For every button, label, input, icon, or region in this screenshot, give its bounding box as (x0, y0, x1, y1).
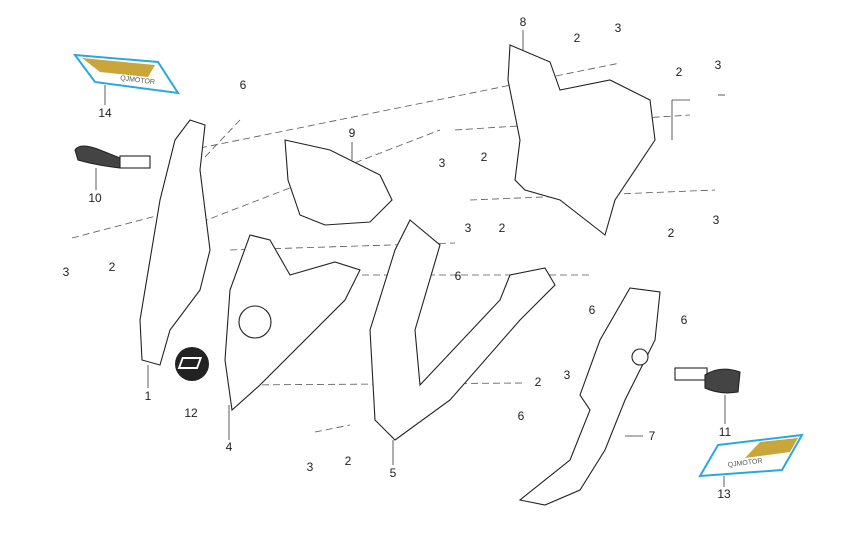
blinker-left (74, 145, 151, 169)
callout-3: 3 (464, 221, 472, 235)
callout-6: 6 (454, 269, 462, 283)
decal-14: QJMOTOR (72, 53, 181, 95)
callout-2: 2 (675, 65, 683, 79)
callout-2: 2 (667, 226, 675, 240)
callout-6: 6 (517, 409, 525, 423)
callout-10: 10 (88, 191, 102, 205)
callout-7: 7 (648, 429, 656, 443)
callout-6: 6 (588, 303, 596, 317)
callout-4: 4 (225, 440, 233, 454)
callout-6: 6 (239, 78, 247, 92)
callout-3: 3 (62, 265, 70, 279)
callout-12: 12 (184, 406, 198, 420)
part-9-inner-cover (284, 139, 393, 226)
callout-3: 3 (614, 21, 622, 35)
callout-2: 2 (108, 260, 116, 274)
part-4-front-cowl (224, 234, 361, 412)
callout-14: 14 (98, 106, 112, 120)
callout-8: 8 (519, 15, 527, 29)
callout-11: 11 (718, 425, 732, 439)
emblem-12 (175, 347, 209, 381)
part-7-side-panel (518, 287, 661, 506)
callout-3: 3 (714, 58, 722, 72)
callout-2: 2 (480, 150, 488, 164)
decal-13: QJMOTOR (698, 433, 804, 478)
callout-9: 9 (348, 126, 356, 140)
callout-13: 13 (717, 487, 731, 501)
callout-2: 2 (573, 31, 581, 45)
leader-lines (95, 30, 726, 487)
callout-6: 6 (680, 313, 688, 327)
callout-3: 3 (712, 213, 720, 227)
callout-3: 3 (306, 460, 314, 474)
callout-2: 2 (498, 221, 506, 235)
callout-2: 2 (534, 375, 542, 389)
blinker-right (674, 367, 741, 394)
part-5-center-cowl (369, 219, 556, 441)
part-1-inner-panel (139, 119, 211, 366)
callout-5: 5 (389, 466, 397, 480)
callout-3: 3 (563, 368, 571, 382)
callout-3: 3 (438, 156, 446, 170)
callout-1: 1 (144, 389, 152, 403)
svg-text:QJMOTOR: QJMOTOR (727, 458, 762, 469)
callout-2: 2 (344, 454, 352, 468)
part-8-rear-panel (507, 44, 656, 236)
svg-text:QJMOTOR: QJMOTOR (120, 75, 155, 86)
